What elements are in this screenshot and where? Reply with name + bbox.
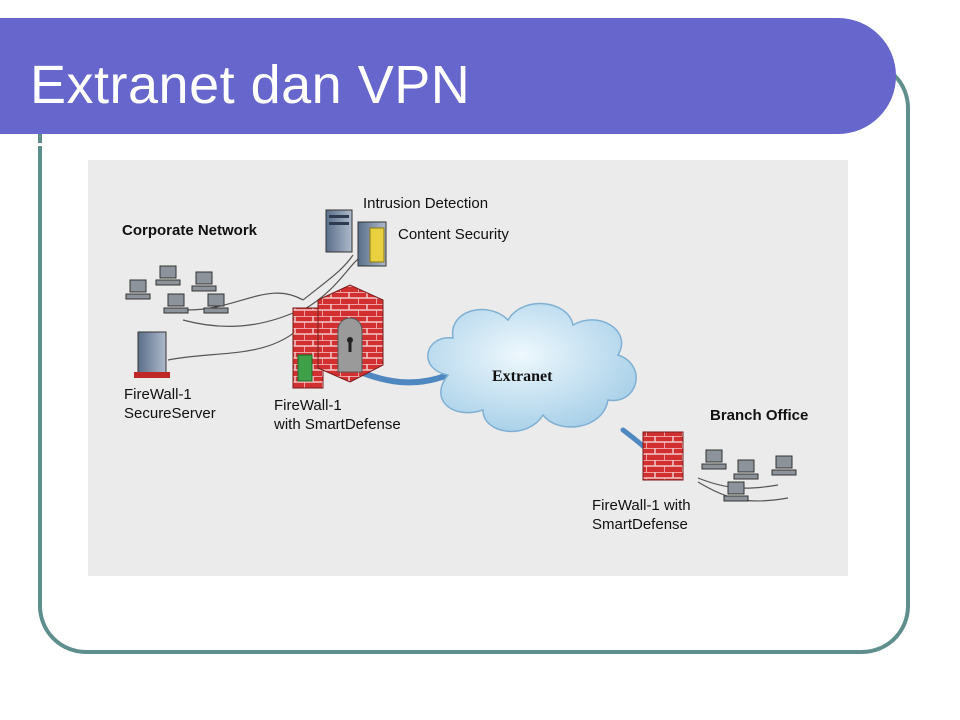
content-security-label: Content Security [398, 226, 509, 243]
title-bar: Extranet dan VPN [0, 18, 896, 146]
branch-office-label: Branch Office [710, 407, 809, 424]
branch-firewall-label-line1: FireWall-1 with [592, 497, 691, 514]
diagram-graphics [125, 209, 797, 502]
branch-workstations [701, 449, 797, 502]
corporate-network-label: Corporate Network [122, 222, 258, 239]
main-firewall-label-line1: FireWall-1 [274, 397, 342, 414]
network-diagram: Corporate Network Intrusion Detection Co… [88, 160, 848, 576]
slide-title: Extranet dan VPN [30, 55, 471, 115]
extranet-cloud [427, 303, 637, 432]
secureserver-tower [134, 331, 170, 378]
corporate-workstations [125, 265, 229, 314]
branch-firewall [642, 431, 684, 481]
main-firewall [292, 284, 384, 389]
intrusion-detection-label: Intrusion Detection [363, 195, 489, 212]
secureserver-label-line1: FireWall-1 [124, 386, 192, 403]
title-underline [0, 143, 846, 146]
main-firewall-label-line2: with SmartDefense [274, 416, 401, 433]
secureserver-label-line2: SecureServer [124, 405, 216, 422]
extranet-label: Extranet [492, 368, 553, 385]
content-security-server [357, 221, 387, 267]
intrusion-detection-server [325, 209, 353, 253]
branch-firewall-label-line2: SmartDefense [592, 516, 688, 533]
